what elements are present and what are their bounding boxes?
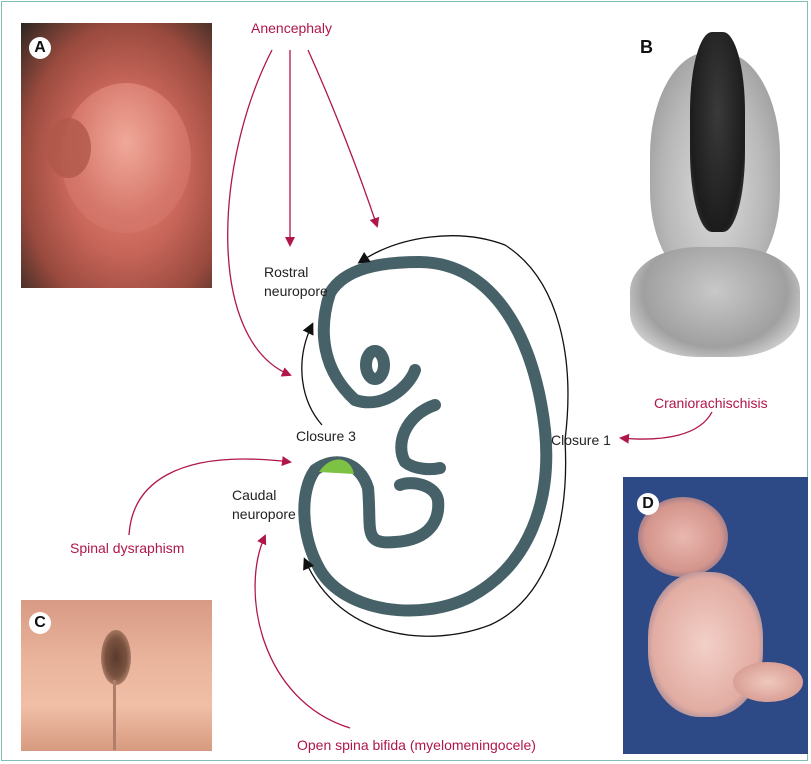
craniorachischisis-arrow (621, 412, 712, 439)
caudal-neuropore-line2: neuropore (232, 505, 296, 524)
spinal-dysraphism-label: Spinal dysraphism (70, 540, 184, 556)
rostral-neuropore-line1: Rostral (264, 263, 328, 282)
rostral-neuropore-line2: neuropore (264, 282, 328, 301)
embryo-branchial-arch (401, 405, 440, 469)
caudal-neuropore-line1: Caudal (232, 486, 296, 505)
defect-arrows (129, 50, 712, 728)
closure-3-label: Closure 3 (296, 427, 356, 446)
embryo-eye (366, 351, 384, 379)
rostral-neuropore-label: Rostral neuropore (264, 263, 328, 301)
anencephaly-arrow-left (228, 50, 290, 375)
anencephaly-label: Anencephaly (251, 20, 332, 36)
closure-1-label: Closure 1 (551, 431, 611, 450)
open-spina-bifida-label: Open spina bifida (myelomeningocele) (297, 737, 536, 753)
caudal-neuropore-label: Caudal neuropore (232, 486, 296, 524)
craniorachischisis-label: Craniorachischisis (654, 395, 768, 411)
anencephaly-arrow-right (308, 50, 377, 226)
open-spina-bifida-arrow (255, 536, 350, 728)
